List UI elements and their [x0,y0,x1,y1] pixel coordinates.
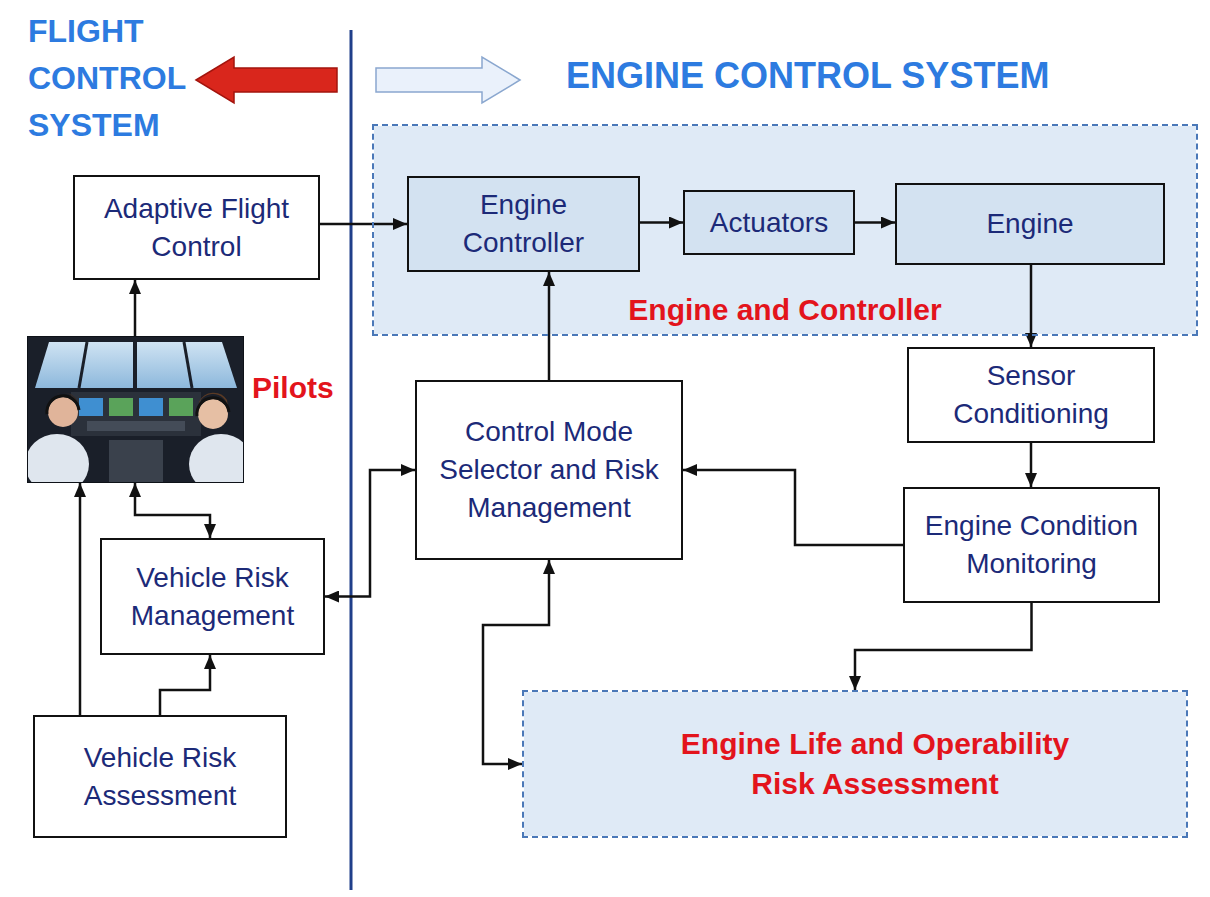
label-slot: FLIGHT CONTROL SYSTEM [28,8,213,149]
pilots-photo [27,336,244,483]
box-label: Actuators [710,204,828,242]
box-label: Engine [986,205,1073,243]
connector-arrow [134,280,137,336]
connector-arrow [325,470,415,597]
pilot-headset [47,396,79,414]
box-label: Control Mode Selector and Risk Managemen… [431,413,667,527]
connector-arrow [855,221,895,224]
pilot-body [27,434,89,483]
windshield-frame [184,342,192,388]
windshield-frame [133,342,137,388]
panel-screen [139,398,163,416]
band-fill [524,692,1186,836]
connector-arrow [640,221,683,224]
connector-arrow [1030,443,1033,487]
group-band: Engine Life and Operability Risk Assessm… [522,690,1188,838]
panel-screen [169,398,193,416]
panel-screen [79,398,103,416]
connector-arrow [548,272,551,380]
label-slot: ENGINE CONTROL SYSTEM [566,52,1126,100]
direction-arrow [376,57,520,103]
panel-switches [87,421,185,431]
box-label: Vehicle Risk Management [113,559,313,635]
connector-arrow [160,655,210,715]
process-box: Actuators [683,190,855,255]
connector-arrow [79,483,82,715]
box-label: Engine Condition Monitoring [916,507,1148,583]
process-box: Engine Condition Monitoring [903,487,1160,603]
connector-arrow [683,470,903,545]
instrument-panel [71,392,201,436]
process-box: Engine Controller [407,176,640,272]
center-console [109,440,163,483]
pilots-picture: Pilots [27,336,244,483]
direction-arrow [196,57,337,103]
pilot-headset [197,398,229,416]
box-label: Engine Controller [429,186,619,262]
process-box: Vehicle Risk Management [100,538,325,655]
group-band: Engine and ControllerEngine Controller Ac… [372,124,1198,336]
box-label: Vehicle Risk Assessment [55,739,265,815]
band-label: Engine Life and Operability Risk Assessm… [655,724,1095,804]
process-box: Vehicle Risk Assessment [33,715,287,838]
system-heading: ENGINE CONTROL SYSTEM [566,52,1126,100]
divider-line [350,30,353,890]
pilot-body [189,434,244,483]
photo-frame [27,336,244,483]
process-box: Control Mode Selector and Risk Managemen… [415,380,683,560]
box-label: Adaptive Flight Control [89,190,304,266]
windshield [35,342,237,388]
panel-screen [109,398,133,416]
connector-arrow [135,483,210,538]
windshield-frame [79,342,87,388]
process-box: Sensor Conditioning [907,347,1155,443]
process-box: Adaptive Flight Control [73,175,320,280]
system-heading: FLIGHT CONTROL SYSTEM [28,8,213,149]
box-label: Sensor Conditioning [926,357,1136,433]
process-box: Engine [895,183,1165,265]
pilots-label: Pilots [252,368,334,408]
connector-arrow [320,223,407,226]
connector-arrow [855,603,1032,690]
band-label: Engine and Controller [628,290,941,330]
